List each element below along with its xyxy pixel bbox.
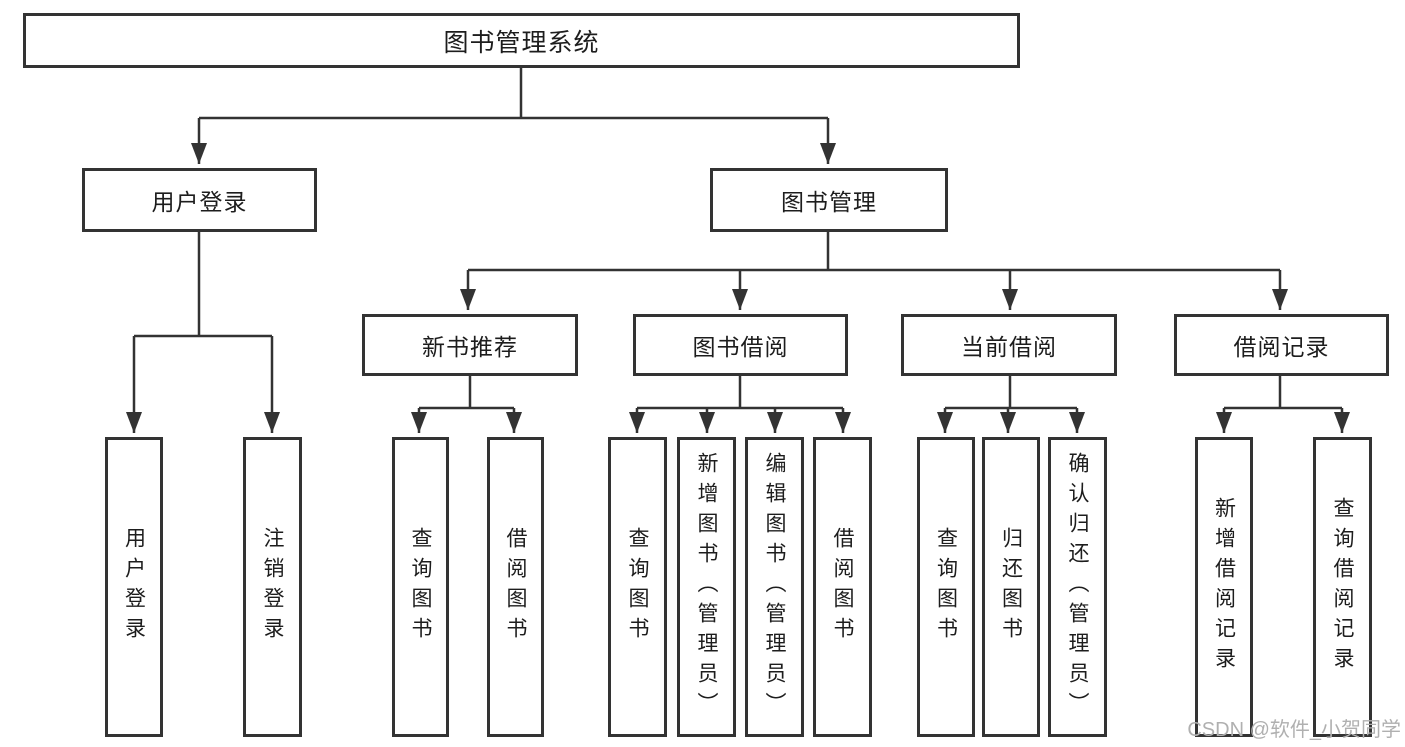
node-borrow-records: 借阅记录 [1174,314,1389,376]
leaf-query-books-recommend: 查询图书 [392,437,449,737]
node-label: 用户登录 [122,527,146,647]
leaf-confirm-return-admin: 确认归还（管理员） [1048,437,1107,737]
node-book-management: 图书管理 [710,168,948,232]
node-label: 注销登录 [261,527,284,647]
leaf-add-borrow-record: 新增借阅记录 [1195,437,1253,737]
node-label: 归还图书 [999,527,1023,647]
node-label: 查询图书 [934,527,958,647]
leaf-query-borrow-record: 查询借阅记录 [1313,437,1372,737]
node-new-book-recommend: 新书推荐 [362,314,578,376]
node-label: 图书管理系统 [443,28,600,57]
node-label: 确认归还（管理员） [1066,452,1089,722]
leaf-add-book-admin: 新增图书（管理员） [677,437,736,737]
leaf-edit-book-admin: 编辑图书（管理员） [745,437,804,737]
node-label: 图书管理 [781,189,877,215]
node-label: 图书借阅 [692,334,789,360]
node-label: 查询图书 [626,527,649,647]
node-label: 新增图书（管理员） [695,452,718,722]
node-label: 查询借阅记录 [1331,497,1354,677]
leaf-user-login: 用户登录 [105,437,163,737]
leaf-query-books-current: 查询图书 [917,437,975,737]
leaf-return-book: 归还图书 [982,437,1040,737]
node-label: 借阅图书 [831,527,854,647]
node-user-login: 用户登录 [82,168,317,232]
leaf-logout: 注销登录 [243,437,302,737]
node-current-borrow: 当前借阅 [901,314,1117,376]
leaf-borrow-books-recommend: 借阅图书 [487,437,544,737]
node-label: 用户登录 [151,189,248,215]
node-library-system: 图书管理系统 [23,13,1020,68]
node-label: 借阅记录 [1233,334,1330,360]
node-label: 新增借阅记录 [1212,497,1236,677]
leaf-borrow-books: 借阅图书 [813,437,872,737]
node-book-borrow: 图书借阅 [633,314,848,376]
node-label: 借阅图书 [504,527,527,647]
leaf-query-books-borrow: 查询图书 [608,437,667,737]
node-label: 当前借阅 [961,334,1057,360]
node-label: 查询图书 [409,527,432,647]
node-label: 编辑图书（管理员） [763,452,786,722]
watermark: CSDN @软件_小贺同学 [1187,719,1401,741]
node-label: 新书推荐 [422,334,518,360]
